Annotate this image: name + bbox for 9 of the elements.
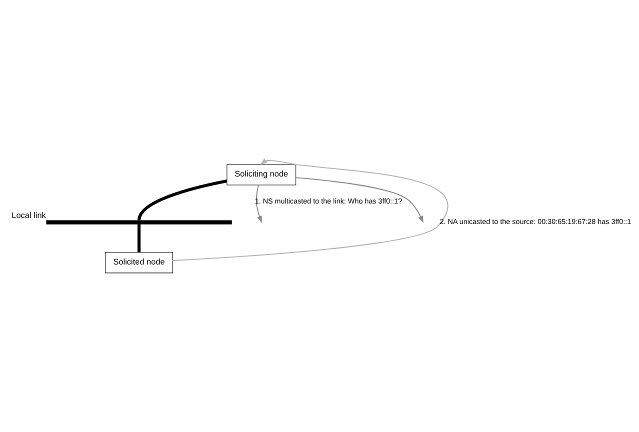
arrow — [296, 176, 424, 223]
connector — [138, 224, 141, 252]
node-box: Solicited node — [105, 252, 173, 273]
arrow — [172, 158, 448, 261]
node-box: Soliciting node — [226, 164, 296, 185]
arrow — [256, 184, 262, 223]
connector — [138, 179, 228, 220]
node-label: Local link — [12, 210, 46, 220]
node-bar — [46, 220, 232, 224]
